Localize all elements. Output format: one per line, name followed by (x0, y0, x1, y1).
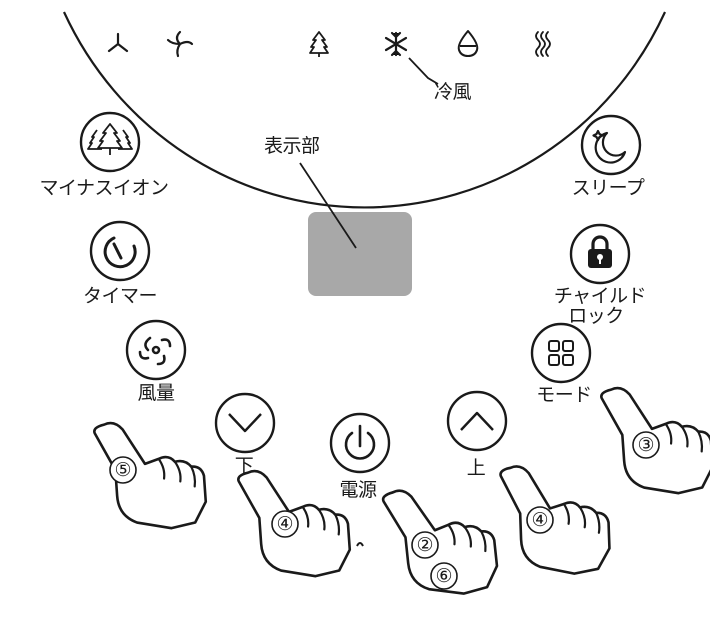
timer-button (89, 220, 151, 282)
fan-speed-button-label: 風量 (137, 382, 175, 404)
fan-low-icon (107, 32, 129, 53)
child-lock-label-line1: チャイルド (553, 285, 647, 307)
heat-icon (535, 31, 551, 57)
step-badge-power-6: ⑥ (429, 561, 459, 591)
moon-icon (592, 129, 627, 164)
ion-button (79, 111, 141, 173)
grid-icon (548, 340, 574, 366)
fan-icon (138, 336, 172, 366)
cool-wind-label: 冷風 (434, 81, 472, 103)
ion-button-label: マイナスイオン (39, 177, 169, 199)
sleep-button (580, 114, 642, 176)
step-badge-down: ④ (270, 509, 300, 539)
dehumidify-icon (457, 30, 479, 57)
chevron-down-icon (228, 413, 262, 433)
display-area (308, 212, 412, 296)
power-icon (344, 424, 376, 460)
cool-wind-leader-line (408, 57, 439, 85)
trees-icon (87, 123, 133, 155)
step-badge-up: ④ (525, 505, 555, 535)
down-button-label: 下 (234, 455, 254, 477)
step-badge-mode: ③ (631, 430, 661, 460)
step-badge-fan-speed: ⑤ (108, 455, 138, 485)
child-lock-button (569, 223, 631, 285)
power-button (329, 412, 391, 474)
down-button (214, 392, 276, 454)
child-lock-label-line2: ロック (568, 305, 624, 327)
fan-speed-button (125, 319, 187, 381)
timer-button-label: タイマー (82, 285, 158, 307)
power-button-label: 電源 (339, 479, 377, 501)
fan-high-icon (166, 30, 194, 58)
mode-button (530, 322, 592, 384)
mode-button-label: モード (536, 384, 592, 406)
hand-up (498, 462, 612, 578)
panel-outline (63, 11, 666, 209)
sleep-button-label: スリープ (571, 177, 645, 199)
bottom-notch (356, 542, 364, 547)
step-badge-power-2: ② (410, 530, 440, 560)
timer-icon (103, 236, 137, 269)
display-label: 表示部 (264, 135, 320, 157)
up-button (446, 390, 508, 452)
up-button-label: 上 (466, 457, 486, 479)
display-leader-line (299, 162, 357, 249)
chevron-up-icon (460, 411, 494, 431)
ion-icon (309, 31, 329, 57)
cool-wind-icon (384, 31, 408, 57)
lock-icon (588, 235, 612, 268)
